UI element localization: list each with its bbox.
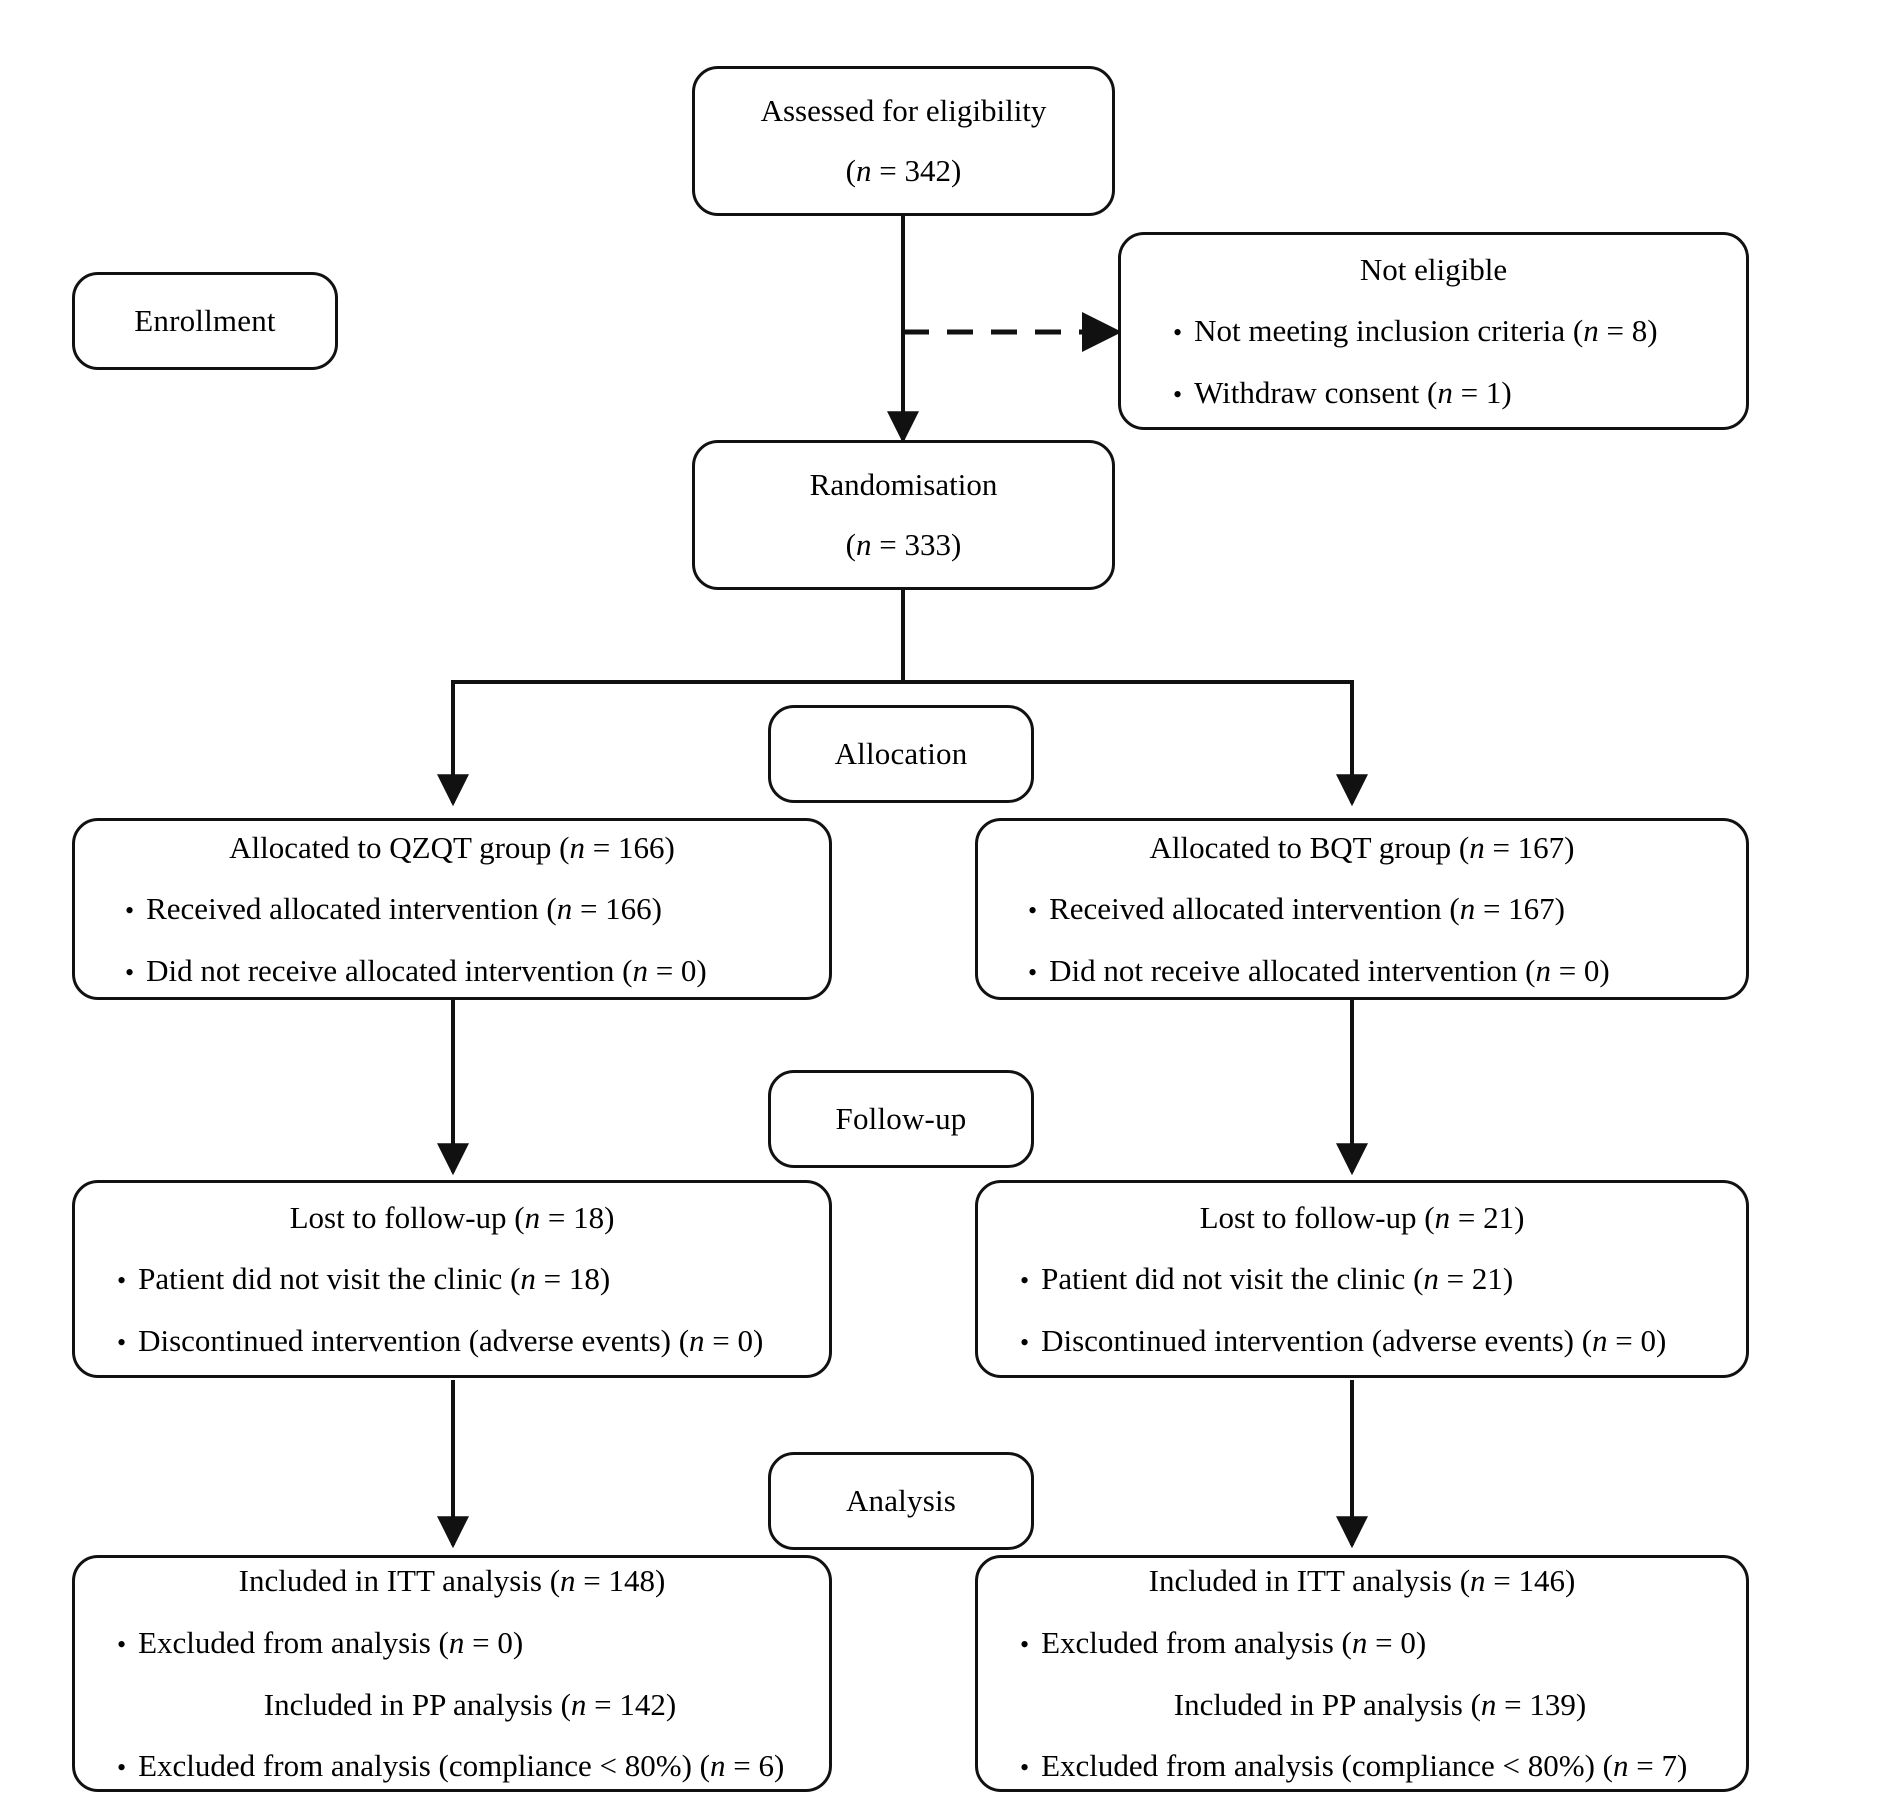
assessed-count: (n = 342) — [845, 153, 962, 188]
stage-label-allocation-text: Allocation — [834, 736, 968, 771]
stage-label-followup-text: Follow-up — [835, 1101, 967, 1136]
bullet-icon: • — [117, 1753, 127, 1783]
followup-left-title: Lost to follow-up (n = 18) — [289, 1199, 615, 1235]
assessed-title: Assessed for eligibility — [760, 93, 1047, 129]
node-analysis-left[interactable]: Included in ITT analysis (n = 148) • Exc… — [72, 1555, 832, 1792]
node-followup-right[interactable]: Lost to follow-up (n = 21) • Patient did… — [975, 1180, 1749, 1378]
stage-label-enrollment-text: Enrollment — [134, 303, 276, 338]
alloc-right-title: Allocated to BQT group (n = 167) — [1149, 829, 1575, 865]
node-analysis-right[interactable]: Included in ITT analysis (n = 146) • Exc… — [975, 1555, 1749, 1792]
analysis-left-itt-bullet: • Excluded from analysis (n = 0) — [117, 1624, 524, 1660]
node-allocated-bqt[interactable]: Allocated to BQT group (n = 167) • Recei… — [975, 818, 1749, 1000]
not-eligible-title: Not eligible — [1359, 251, 1508, 287]
stage-label-allocation[interactable]: Allocation — [768, 705, 1034, 803]
bullet-icon: • — [125, 896, 135, 926]
alloc-left-bullet-2: • Did not receive allocated intervention… — [125, 952, 707, 988]
analysis-right-itt-bullet: • Excluded from analysis (n = 0) — [1020, 1624, 1427, 1660]
alloc-left-bullet-1: • Received allocated intervention (n = 1… — [125, 891, 662, 927]
alloc-left-title: Allocated to QZQT group (n = 166) — [229, 829, 675, 865]
alloc-right-bullet-2: • Did not receive allocated intervention… — [1028, 952, 1610, 988]
alloc-right-bullet-1: • Received allocated intervention (n = 1… — [1028, 891, 1565, 927]
bullet-icon: • — [1020, 1629, 1030, 1659]
randomisation-count: (n = 333) — [845, 527, 962, 562]
analysis-right-pp-bullet: • Excluded from analysis (compliance < 8… — [1020, 1748, 1688, 1784]
bullet-icon: • — [117, 1629, 127, 1659]
analysis-right-pp-title: Included in PP analysis (n = 139) — [1173, 1686, 1587, 1722]
stage-label-followup[interactable]: Follow-up — [768, 1070, 1034, 1168]
stage-label-analysis-text: Analysis — [845, 1483, 957, 1518]
analysis-right-itt-title: Included in ITT analysis (n = 146) — [1148, 1563, 1576, 1599]
stage-label-analysis[interactable]: Analysis — [768, 1452, 1034, 1550]
bullet-icon: • — [117, 1266, 127, 1296]
followup-left-bullet-2: • Discontinued intervention (adverse eve… — [117, 1322, 764, 1358]
followup-right-title: Lost to follow-up (n = 21) — [1199, 1199, 1525, 1235]
followup-left-bullet-1: • Patient did not visit the clinic (n = … — [117, 1261, 611, 1297]
bullet-icon: • — [1020, 1266, 1030, 1296]
bullet-icon: • — [1028, 896, 1038, 926]
followup-right-bullet-1: • Patient did not visit the clinic (n = … — [1020, 1261, 1514, 1297]
randomisation-title: Randomisation — [809, 467, 998, 503]
node-assessed-for-eligibility[interactable]: Assessed for eligibility (n = 342) — [692, 66, 1115, 216]
bullet-icon: • — [1173, 318, 1183, 348]
analysis-left-pp-title: Included in PP analysis (n = 142) — [263, 1686, 677, 1722]
bullet-icon: • — [1028, 957, 1038, 987]
bullet-icon: • — [117, 1327, 127, 1357]
node-randomisation[interactable]: Randomisation (n = 333) — [692, 440, 1115, 590]
analysis-left-pp-bullet: • Excluded from analysis (compliance < 8… — [117, 1748, 785, 1784]
bullet-icon: • — [1173, 379, 1183, 409]
not-eligible-bullet-2: • Withdraw consent (n = 1) — [1173, 374, 1512, 410]
followup-right-bullet-2: • Discontinued intervention (adverse eve… — [1020, 1322, 1667, 1358]
analysis-left-itt-title: Included in ITT analysis (n = 148) — [238, 1563, 666, 1599]
bullet-icon: • — [1020, 1753, 1030, 1783]
bullet-icon: • — [125, 957, 135, 987]
bullet-icon: • — [1020, 1327, 1030, 1357]
node-not-eligible[interactable]: Not eligible • Not meeting inclusion cri… — [1118, 232, 1749, 430]
node-followup-left[interactable]: Lost to follow-up (n = 18) • Patient did… — [72, 1180, 832, 1378]
not-eligible-bullet-1: • Not meeting inclusion criteria (n = 8) — [1173, 313, 1658, 349]
stage-label-enrollment[interactable]: Enrollment — [72, 272, 338, 370]
node-allocated-qzqt[interactable]: Allocated to QZQT group (n = 166) • Rece… — [72, 818, 832, 1000]
